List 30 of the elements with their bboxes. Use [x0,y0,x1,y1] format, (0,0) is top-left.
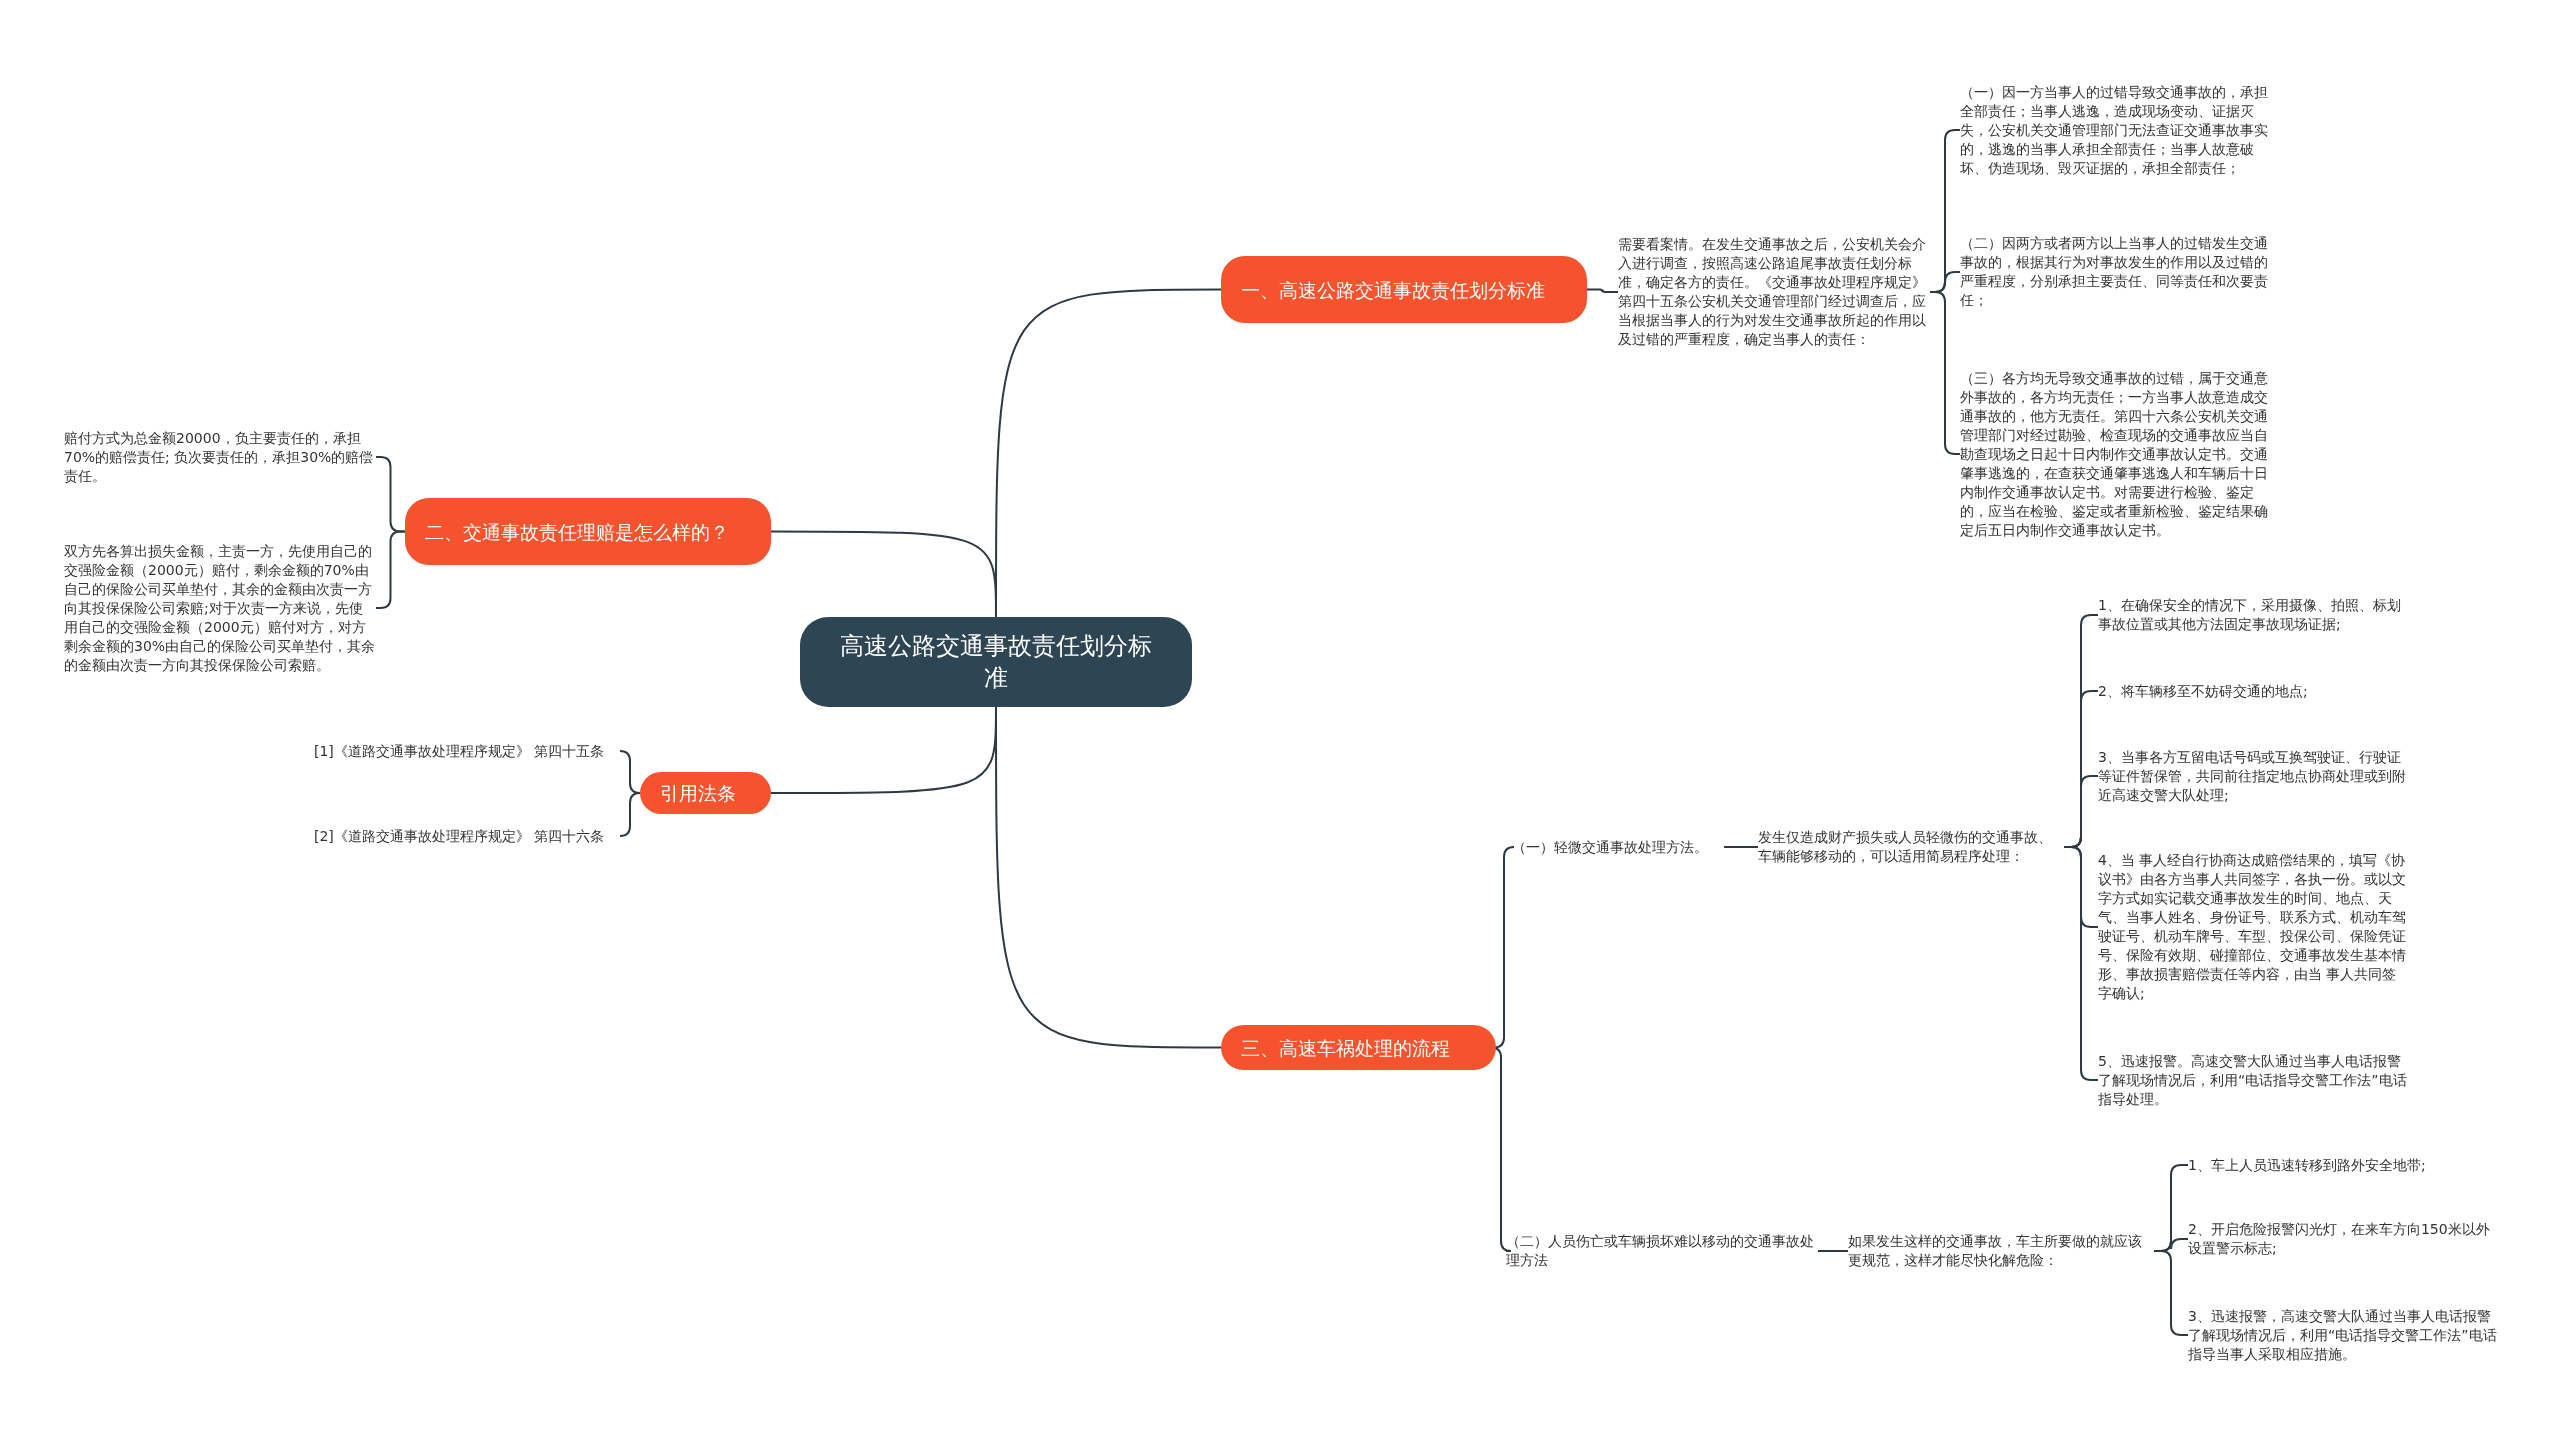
connector-line [770,530,997,618]
topic-text: （二）人员伤亡或车辆损坏难以移动的交通事故处理方法 [1506,1229,1818,1273]
topic-text: 发生仅造成财产损失或人员轻微伤的交通事故、车辆能够移动的，可以适用简易程序处理： [1758,824,2064,870]
branch-topic: 二、交通事故责任理赔是怎么样的？ [405,498,771,565]
connector-line [619,792,641,837]
topic-text: 赔付方式为总金额20000，负主要责任的，承担70%的赔偿责任; 负次要责任的，承担30%的赔偿责任。 [64,426,376,488]
topic-text: （三）各方均无导致交通事故的过错，属于交通意外事故的，各方均无责任；一方当事人故意造成交通事故的，他方无责任。第四十六条公安机关交通管理部门对经过勘验、检查现场的交通事故应当自勘查现场之日起十日内制作交通事故认定书。交通肇事逃逸的，在查获交通肇事逃逸人和车辆后十日内制作交通事故认定书。对需要进行检验、鉴定的，应当在检验、鉴定或者重新检验、鉴定结果确定后五日内制作交通事故认定书。 [1960,354,2272,554]
topic-text: 5、迅速报警。高速交警大队通过当事人电话报警了解现场情况后，利用“电话指导交警工作法”电话指导处理。 [2098,1048,2410,1112]
topic-text: （二）因两方或者两方以上当事人的过错发生交通事故的，根据其行为对事故发生的作用以及过错的严重程度，分别承担主要责任、同等责任和次要责任； [1960,230,2272,314]
topic-text: 如果发生这样的交通事故，车主所要做的就应该更规范，这样才能尽快化解危险： [1848,1229,2154,1273]
topic-text: 3、当事各方互留电话号码或互换驾驶证、行驶证等证件暂保管，共同前往指定地点协商处理或到附近高速交警大队处理; [2098,744,2410,808]
central-topic: 高速公路交通事故责任划分标准 [800,617,1192,707]
connector-line [1723,846,1759,848]
topic-text: 1、车上人员迅速转移到路外安全地带; [2188,1153,2500,1177]
connector-line [1586,288,1619,293]
branch-topic: 一、高速公路交通事故责任划分标准 [1221,256,1587,323]
topic-text: 2、开启危险报警闪光灯，在来车方向150米以外设置警示标志; [2188,1217,2500,1261]
topic-text: 需要看案情。在发生交通事故之后，公安机关会介入进行调查，按照高速公路追尾事故责任划分标准，确定各方的责任。《交通事故处理程序规定》第四十五条公安机关交通管理部门经过调查后，应当根据当事人的行为对发生交通事故所起的作用以及过错的严重程度，确定当事人的责任： [1618,222,1930,362]
topic-text: 2、将车辆移至不妨碍交通的地点; [2098,679,2410,703]
topic-text: 双方先各算出损失金额，主责一方，先使用自己的交强险金额（2000元）赔付，剩余金额的70%由自己的保险公司买单垫付，其余的金额由次责一方向其投保保险公司索赔;对于次责一方来说，先使用自己的交强险金额（2000元）赔付对方，对方剩余金额的30%由自己的保险公司买单垫付，其余的金额由次责一方向其投保保险公司索赔。 [64,526,376,690]
topic-text: 1、在确保安全的情况下，采用摄像、拍照、标划事故位置或其他方法固定事故现场证据; [2098,592,2410,638]
topic-text: （一）轻微交通事故处理方法。 [1512,834,1724,860]
topic-text: （一）因一方当事人的过错导致交通事故的，承担全部责任；当事人逃逸，造成现场变动、证据灭失，公安机关交通管理部门无法查证交通事故事实的，逃逸的当事人承担全部责任；当事人故意破坏、伪造现场、毁灭证据的，承担全部责任； [1960,68,2272,192]
branch-topic: 三、高速车祸处理的流程 [1221,1025,1496,1070]
topic-text: [2]《道路交通事故处理程序规定》 第四十六条 [314,814,620,858]
connector-line [1817,1250,1849,1252]
topic-text: [1]《道路交通事故处理程序规定》 第四十五条 [314,729,620,773]
topic-text: 3、迅速报警，高速交警大队通过当事人电话报警了解现场情况后，利用“电话指导交警工作法”电话指导当事人采取相应措施。 [2188,1303,2500,1367]
topic-text: 4、当 事人经自行协商达成赔偿结果的，填写《协议书》由各方当事人共同签字，各执一份。或以文字方式如实记载交通事故发生的时间、地点、天气、当事人姓名、身份证号、联系方式、机动车驾驶证号、机动车牌号、车型、投保公司、保险凭证号、保险有效期、碰撞部位、交通事故发生基本情形、事故损害赔偿责任等内容，由当 事人共同签字确认; [2098,847,2410,1007]
branch-topic: 引用法条 [640,772,771,814]
